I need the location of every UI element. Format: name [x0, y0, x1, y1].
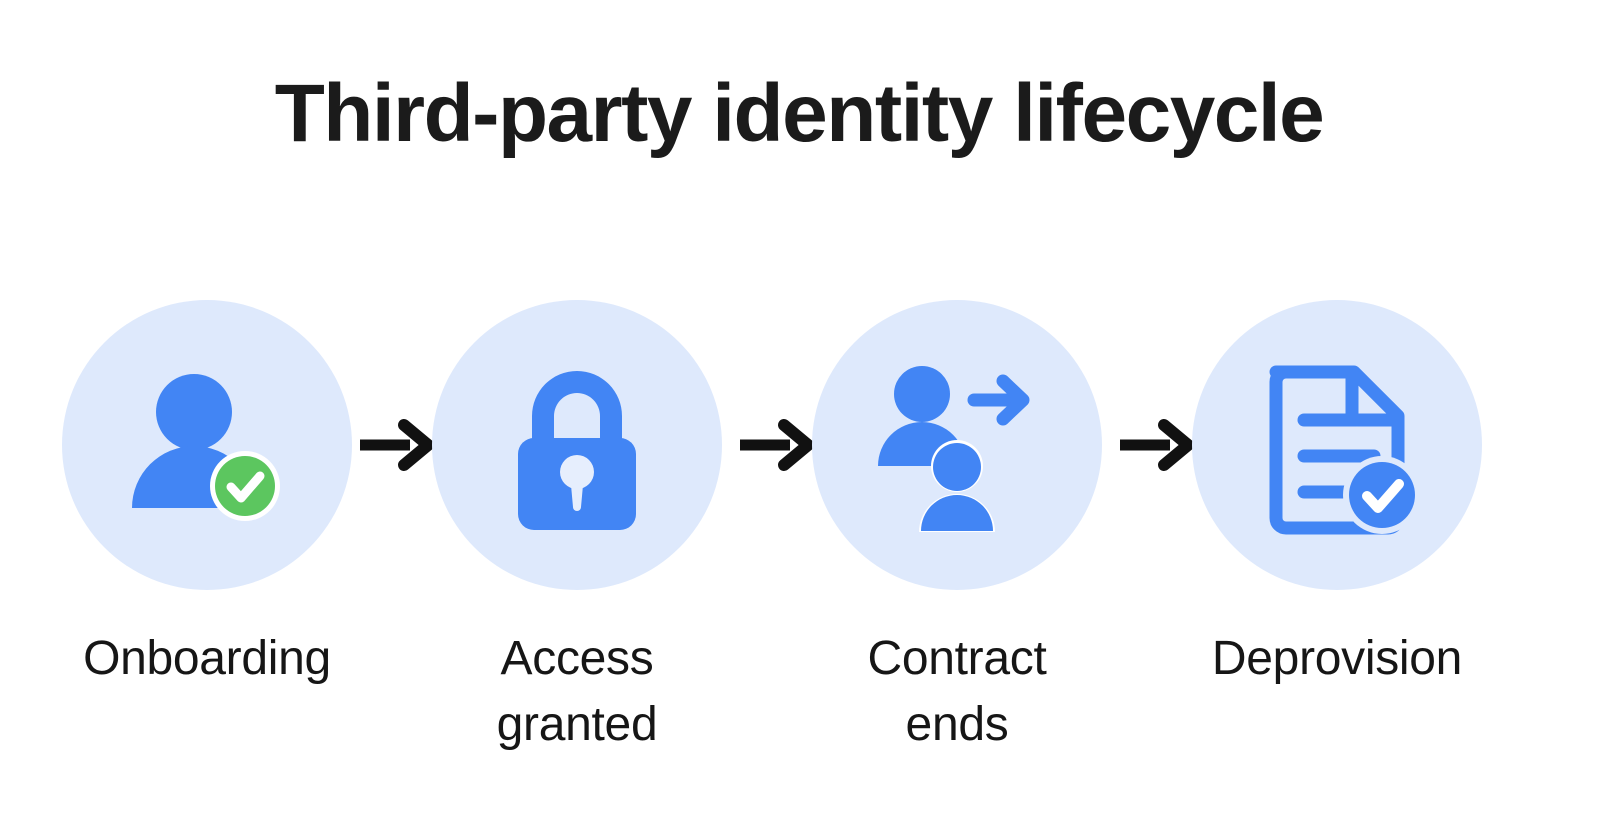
- user-check-icon: [132, 374, 280, 521]
- caption-line: Onboarding: [83, 632, 331, 685]
- caption-onboarding: Onboarding: [62, 626, 352, 692]
- process-flow: [62, 300, 1490, 600]
- caption-line: granted: [496, 698, 658, 751]
- caption-line: Access: [500, 632, 654, 685]
- page-title: Third-party identity lifecycle: [274, 68, 1325, 159]
- flow-step-access-granted[interactable]: [432, 300, 722, 590]
- caption-contract-ends: Contract ends: [812, 626, 1102, 758]
- flow-step-deprovision[interactable]: [1192, 300, 1482, 590]
- step-captions: Onboarding Access granted Contract ends …: [62, 626, 1490, 776]
- caption-access-granted: Access granted: [432, 626, 722, 758]
- flow-step-contract-ends[interactable]: [812, 300, 1102, 590]
- flow-step-onboarding[interactable]: [62, 300, 352, 590]
- arrow-right-icon: [740, 419, 814, 471]
- arrow-right-icon: [1120, 419, 1194, 471]
- caption-line: Contract: [867, 632, 1047, 685]
- caption-deprovision: Deprovision: [1192, 626, 1482, 692]
- users-transfer-icon: [878, 366, 1030, 532]
- arrow-right-icon: [360, 419, 434, 471]
- step-disc-background: [1192, 300, 1482, 590]
- caption-line: ends: [905, 698, 1009, 751]
- caption-line: Deprovision: [1211, 632, 1463, 685]
- lock-closed-icon: [518, 371, 636, 530]
- document-check-icon: [1269, 365, 1421, 535]
